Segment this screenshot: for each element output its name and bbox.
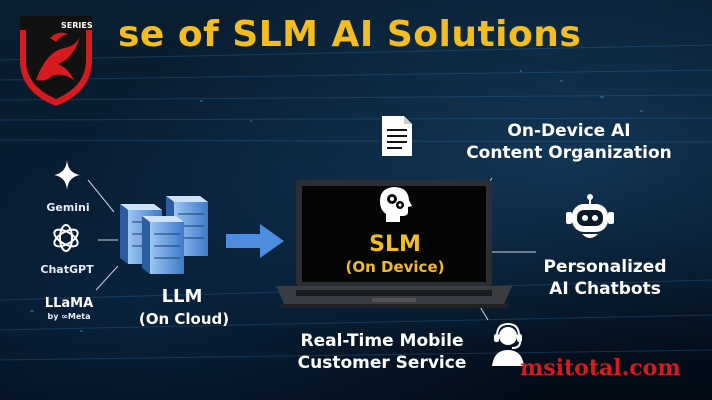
feature-service-line2: Customer Service: [297, 353, 467, 373]
chatgpt-label: ChatGPT: [40, 263, 94, 276]
arrow-right-icon: [226, 224, 284, 258]
llama-label: LLaMA: [44, 296, 94, 311]
feature-ai-chatbots: Personalized AI Chatbots: [530, 256, 680, 300]
openai-knot-icon: [53, 224, 79, 252]
customer-service-headset-icon: [492, 322, 524, 366]
msi-dragon-logo-icon: [20, 16, 92, 106]
gemini-star-icon: [54, 160, 80, 190]
feature-content-line2: Content Organization: [466, 143, 672, 163]
website-watermark: msitotal.com: [520, 355, 681, 381]
feature-content-organization: On-Device AI Content Organization: [434, 120, 704, 164]
slm-title: SLM: [369, 232, 421, 257]
llm-title: LLM: [161, 286, 203, 307]
gemini-label: Gemini: [46, 201, 90, 214]
page-title: se of SLM AI Solutions: [118, 14, 582, 55]
feature-service-line1: Real-Time Mobile: [300, 331, 464, 351]
ai-head-gears-icon: [380, 187, 412, 222]
slm-subtitle: (On Device): [345, 258, 445, 276]
msi-logo: SERIES: [6, 8, 98, 108]
logo-series-text: SERIES: [61, 21, 93, 30]
llm-subtitle: (On Cloud): [138, 310, 230, 328]
feature-customer-service: Real-Time Mobile Customer Service: [276, 330, 488, 374]
feature-chatbots-line2: AI Chatbots: [549, 279, 661, 299]
robot-chatbot-icon: [566, 194, 614, 238]
document-icon: [382, 116, 412, 156]
feature-chatbots-line1: Personalized: [543, 257, 667, 277]
watermark-phone: 02145109: [30, 364, 135, 388]
feature-content-line1: On-Device AI: [507, 121, 631, 141]
meta-label: by ∞Meta: [47, 312, 91, 321]
server-stack-icon: [120, 196, 208, 274]
